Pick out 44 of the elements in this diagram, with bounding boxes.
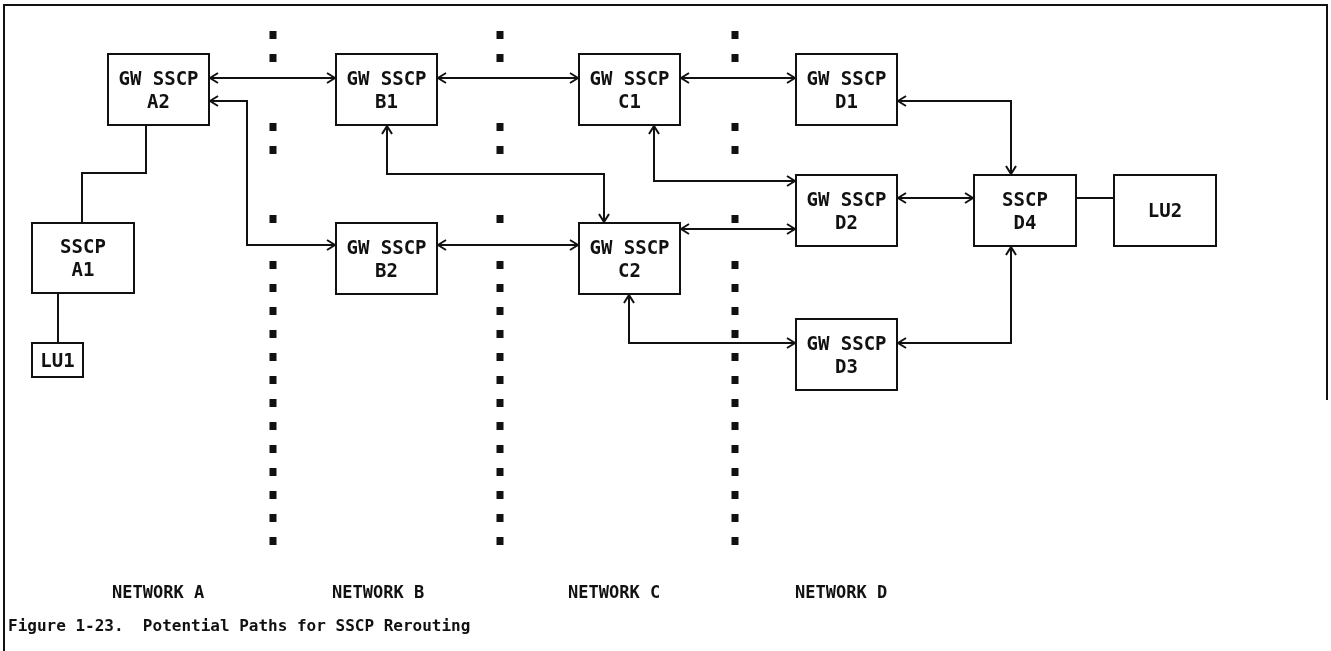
connector-arrow — [648, 125, 796, 187]
process-box — [335, 53, 438, 126]
node-label: GW SSCP D1 — [805, 66, 888, 113]
process-box — [795, 318, 898, 391]
connector-line — [57, 293, 59, 343]
connector-arrow — [381, 125, 610, 223]
figure-caption: Figure 1-23. Potential Paths for SSCP Rerouting — [8, 616, 471, 635]
node-label: GW SSCP B2 — [345, 235, 428, 282]
connector-arrow — [209, 72, 336, 84]
node-label: SSCP A1 — [59, 235, 107, 281]
connector-arrow — [623, 294, 796, 349]
connector-arrow — [897, 246, 1017, 349]
process-box — [335, 222, 438, 295]
process-box — [578, 53, 681, 126]
connector-arrow — [437, 239, 579, 251]
connector-arrow — [209, 95, 336, 251]
connector-arrow — [680, 223, 796, 235]
connector-arrow — [897, 95, 1017, 175]
network-label: NETWORK B — [332, 582, 425, 602]
node-label: GW SSCP D2 — [805, 187, 888, 234]
node-label: GW SSCP C1 — [588, 66, 671, 113]
node-label: GW SSCP A2 — [117, 66, 200, 113]
connector-line — [81, 125, 147, 223]
process-box — [795, 174, 898, 247]
process-box — [107, 53, 210, 126]
process-box — [578, 222, 681, 295]
node-label: GW SSCP B1 — [345, 66, 428, 113]
process-box — [1113, 174, 1217, 247]
process-box — [795, 53, 898, 126]
process-box — [973, 174, 1077, 247]
node-label: LU2 — [1146, 199, 1184, 222]
connector-arrow — [437, 72, 579, 84]
node-label: GW SSCP D3 — [805, 331, 888, 378]
connector-arrow — [897, 192, 974, 204]
connector-arrow — [680, 72, 796, 84]
node-label: LU1 — [39, 348, 76, 372]
network-label: NETWORK D — [795, 582, 888, 602]
network-label: NETWORK A — [112, 582, 205, 602]
connector-line — [1076, 197, 1114, 199]
node-label: GW SSCP C2 — [588, 235, 671, 282]
network-label: NETWORK C — [568, 582, 661, 602]
process-box — [31, 222, 135, 294]
process-box — [31, 342, 84, 378]
node-label: SSCP D4 — [1001, 187, 1049, 234]
